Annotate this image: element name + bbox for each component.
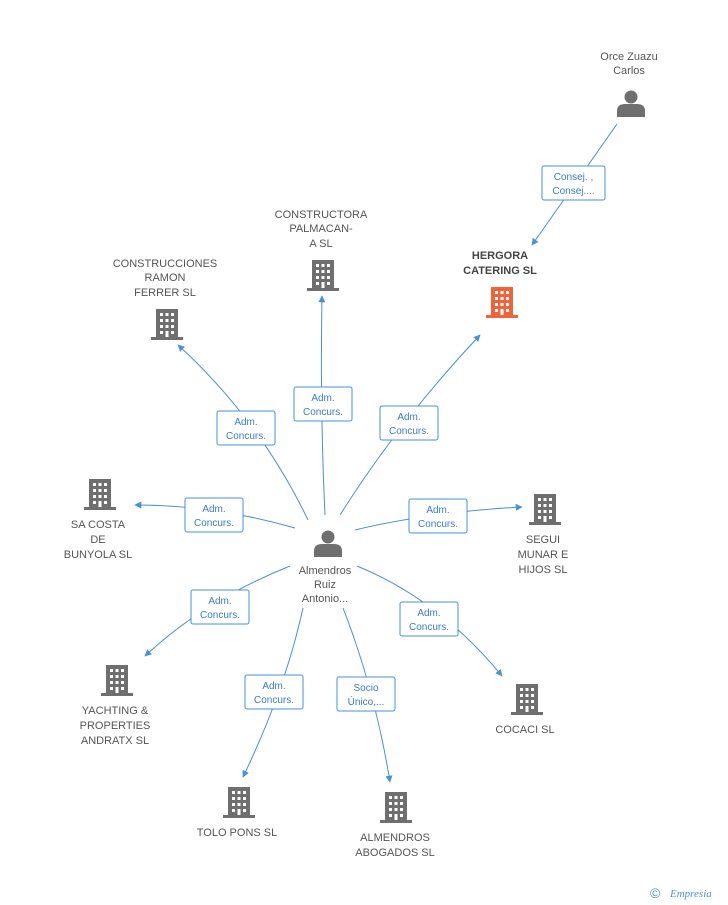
person-icon bbox=[617, 90, 645, 117]
node-label-line: CONSTRUCCIONES bbox=[113, 258, 218, 270]
building-icon bbox=[307, 260, 339, 291]
node-label-line: ALMENDROS bbox=[360, 832, 430, 844]
node-tolo-pons[interactable]: TOLO PONS SL bbox=[197, 787, 278, 839]
relation-line: Adm. bbox=[426, 505, 449, 516]
node-construcciones-ramon-ferrer[interactable]: CONSTRUCCIONES RAMON FERRER SL bbox=[113, 258, 218, 340]
node-label-line: MUNAR E bbox=[518, 549, 569, 561]
relation-segui[interactable]: Adm. Concurs. bbox=[408, 498, 468, 534]
relation-line: Concurs. bbox=[409, 622, 449, 633]
node-sa-costa-de-bunyola[interactable]: SA COSTA DE BUNYOLA SL bbox=[64, 479, 132, 561]
relation-line: Concurs. bbox=[200, 610, 240, 621]
person-icon bbox=[314, 530, 342, 557]
node-cocaci[interactable]: COCACI SL bbox=[495, 684, 555, 736]
node-label-line: SA COSTA bbox=[71, 519, 126, 531]
node-label-line: RAMON bbox=[145, 272, 186, 284]
node-label-line: PALMACAN- bbox=[289, 223, 353, 235]
node-almendros-ruiz-antonio[interactable]: Almendros Ruiz Antonio... bbox=[299, 530, 352, 606]
node-label-line: CATERING SL bbox=[463, 265, 537, 277]
relation-cocaci[interactable]: Adm. Concurs. bbox=[399, 601, 459, 637]
node-yachting-properties-andratx[interactable]: YACHTING & PROPERTIES ANDRATX SL bbox=[80, 665, 151, 747]
node-segui-munar-e-hijos[interactable]: SEGUI MUNAR E HIJOS SL bbox=[518, 494, 569, 576]
relation-line: Concurs. bbox=[418, 519, 458, 530]
node-label-line: Almendros bbox=[299, 565, 352, 577]
relation-hergora[interactable]: Adm. Concurs. bbox=[379, 405, 439, 441]
node-label-line: A SL bbox=[309, 238, 332, 250]
relation-line: Adm. bbox=[397, 412, 420, 423]
relation-yachting[interactable]: Adm. Concurs. bbox=[190, 589, 250, 625]
node-label-line: ANDRATX SL bbox=[81, 735, 149, 747]
node-label-line: TOLO PONS SL bbox=[197, 827, 278, 839]
node-label-line: CONSTRUCTORA bbox=[275, 209, 368, 221]
relation-line: Adm. bbox=[262, 681, 285, 692]
relation-construcciones[interactable]: Adm. Concurs. bbox=[216, 410, 276, 446]
relation-line: Adm. bbox=[417, 608, 440, 619]
node-label-line: DE bbox=[90, 534, 105, 546]
relation-line: Adm. bbox=[202, 504, 225, 515]
node-label-line: BUNYOLA SL bbox=[64, 549, 132, 561]
relation-tolo[interactable]: Adm. Concurs. bbox=[244, 674, 304, 710]
copyright-icon: © bbox=[650, 885, 661, 901]
brand-logo: Empresia bbox=[669, 888, 712, 900]
node-label-line: HIJOS SL bbox=[519, 564, 568, 576]
building-icon bbox=[84, 479, 116, 510]
building-icon bbox=[486, 287, 518, 318]
relation-abogados[interactable]: Socio Único,... bbox=[336, 676, 396, 712]
relation-line: Socio bbox=[353, 683, 378, 694]
building-icon bbox=[529, 494, 561, 525]
node-label-line: COCACI SL bbox=[495, 724, 554, 736]
relation-labels: Consej. , Consej.... Adm. Concurs. Adm. … bbox=[184, 165, 606, 712]
node-orce-zuazu-carlos[interactable]: Orce Zuazu Carlos bbox=[600, 51, 658, 117]
relation-sacosta[interactable]: Adm. Concurs. bbox=[184, 497, 244, 533]
relation-constructora[interactable]: Adm. Concurs. bbox=[293, 386, 353, 422]
node-label-line: Ruiz bbox=[314, 579, 336, 591]
node-label-line: HERGORA bbox=[472, 250, 528, 262]
relation-line: Concurs. bbox=[226, 431, 266, 442]
relation-line: Consej. , bbox=[554, 172, 593, 183]
relation-line: Adm. bbox=[311, 393, 334, 404]
node-label-line: Antonio... bbox=[302, 593, 348, 605]
node-label-line: YACHTING & bbox=[82, 705, 149, 717]
node-label-line: PROPERTIES bbox=[80, 720, 151, 732]
building-icon bbox=[101, 665, 133, 696]
node-label-line: Orce Zuazu bbox=[600, 51, 657, 63]
building-icon bbox=[223, 787, 255, 818]
node-label-line: FERRER SL bbox=[134, 287, 196, 299]
node-label-line: Carlos bbox=[613, 65, 645, 77]
node-almendros-abogados[interactable]: ALMENDROS ABOGADOS SL bbox=[355, 792, 435, 859]
building-icon bbox=[511, 684, 543, 715]
building-icon bbox=[151, 309, 183, 340]
relation-line: Adm. bbox=[208, 596, 231, 607]
node-constructora-palmacana[interactable]: CONSTRUCTORA PALMACAN- A SL bbox=[275, 209, 368, 291]
node-label-line: SEGUI bbox=[526, 534, 560, 546]
node-label-line: ABOGADOS SL bbox=[355, 847, 434, 859]
relation-orce-hergora[interactable]: Consej. , Consej.... bbox=[541, 165, 606, 201]
relation-line: Concurs. bbox=[194, 518, 234, 529]
building-icon bbox=[380, 792, 412, 823]
relation-line: Consej.... bbox=[552, 186, 594, 197]
node-hergora-catering[interactable]: HERGORA CATERING SL bbox=[463, 250, 537, 318]
relation-line: Concurs. bbox=[389, 426, 429, 437]
watermark: © Empresia bbox=[650, 885, 712, 901]
relation-line: Adm. bbox=[234, 417, 257, 428]
relation-line: Único,... bbox=[348, 695, 385, 708]
relation-line: Concurs. bbox=[254, 695, 294, 706]
relation-line: Concurs. bbox=[303, 407, 343, 418]
nodes: Almendros Ruiz Antonio... Orce Zuazu Car… bbox=[64, 51, 658, 859]
